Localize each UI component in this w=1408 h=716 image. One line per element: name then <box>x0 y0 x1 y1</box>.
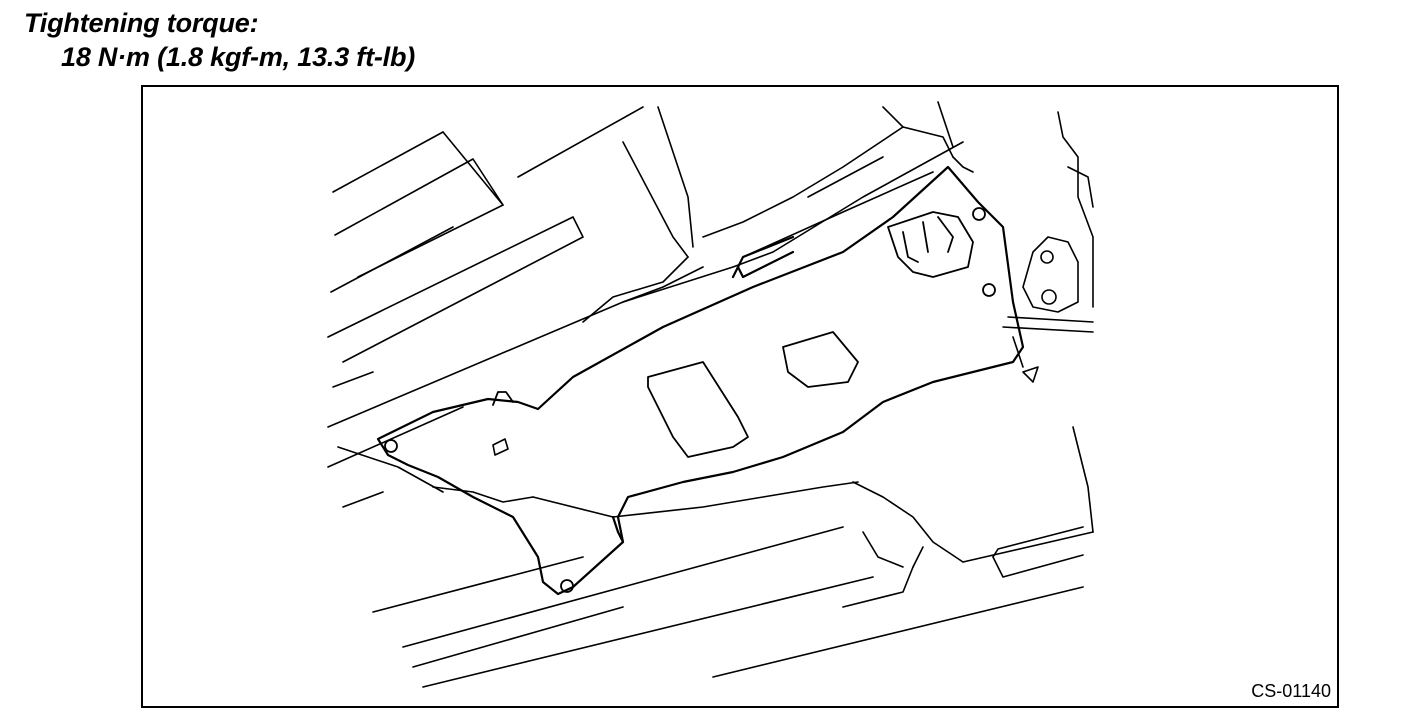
panel-cutouts <box>647 211 974 458</box>
floor-lines <box>337 426 1094 688</box>
illustration-frame: CS-01140 <box>141 85 1339 708</box>
figure-code: CS-01140 <box>1251 681 1331 701</box>
undercover-line-drawing <box>327 101 1094 688</box>
torque-value: 18 N·m (1.8 kgf-m, 13.3 ft-lb) <box>61 42 416 72</box>
right-frame-structure <box>1002 111 1094 383</box>
bolt-holes <box>384 207 996 593</box>
torque-label: Tightening torque: <box>24 8 259 38</box>
body-panel-lines <box>327 101 974 508</box>
undercover-panel <box>376 165 1025 596</box>
panel-slot <box>492 438 509 456</box>
torque-spec: Tightening torque: 18 N·m (1.8 kgf-m, 13… <box>24 6 415 74</box>
